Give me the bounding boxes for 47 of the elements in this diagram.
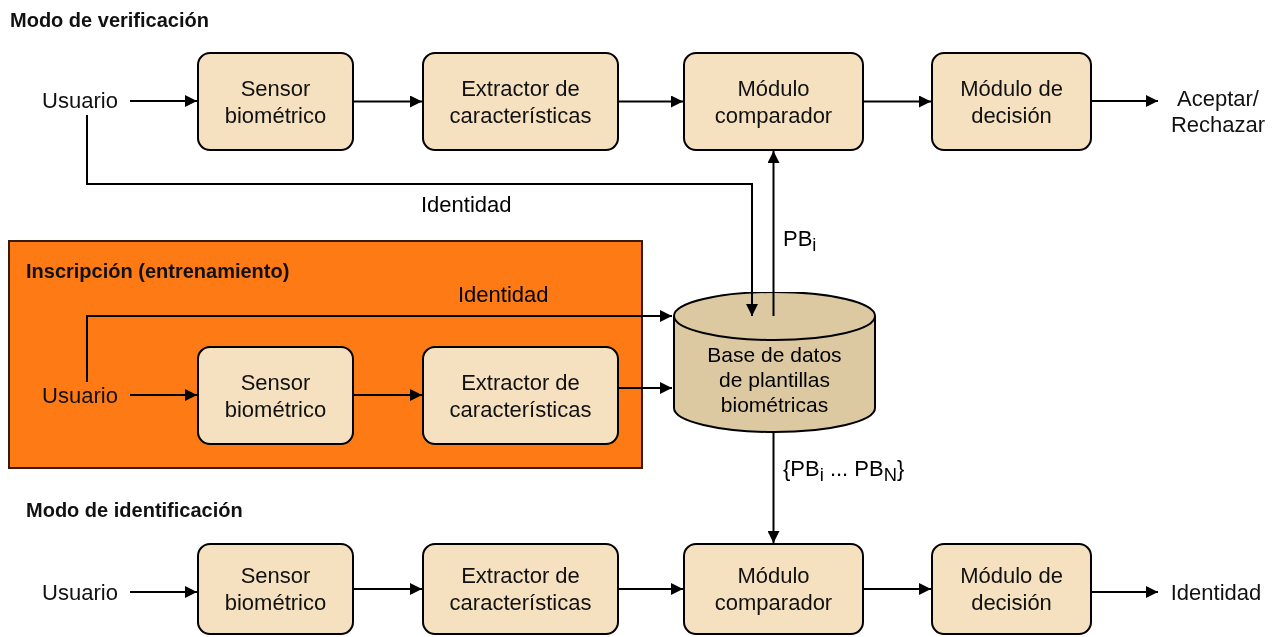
arrow <box>86 310 673 383</box>
arrow <box>353 583 423 595</box>
process-box <box>422 346 619 445</box>
section-heading: Modo de identificación <box>26 499 243 522</box>
arrow <box>353 389 423 401</box>
process-label: Sensor biométrico <box>223 74 328 129</box>
process-box <box>197 346 354 445</box>
process-box <box>931 543 1092 635</box>
process-label: Módulo de decisión <box>959 74 1064 129</box>
arrow <box>618 382 673 394</box>
process-box <box>683 52 864 151</box>
arrow <box>767 432 780 544</box>
user-label: Usuario <box>30 382 130 410</box>
process-box <box>197 543 354 635</box>
arrow <box>129 389 198 401</box>
arrow <box>618 583 684 595</box>
process-label: Módulo comparador <box>713 74 834 129</box>
process-label: Extractor de características <box>448 368 593 423</box>
enrollment-panel <box>8 240 643 469</box>
database-label: Base de datos de plantillas biométricas <box>706 342 843 417</box>
arrow <box>129 586 198 598</box>
output-label: Aceptar/ Rechazar <box>1158 85 1278 139</box>
process-label: Sensor biométrico <box>223 562 328 616</box>
process-label: Sensor biométrico <box>223 368 328 423</box>
user-label: Usuario <box>30 87 130 115</box>
process-label: Módulo de decisión <box>959 562 1064 616</box>
arrow <box>767 150 780 317</box>
process-label: Extractor de características <box>448 562 593 616</box>
arrow <box>1091 95 1159 107</box>
output-label: Identidad <box>1158 579 1274 607</box>
process-box <box>931 52 1092 151</box>
process-label: Extractor de características <box>448 74 593 129</box>
process-box <box>197 52 354 151</box>
arrow <box>129 95 198 107</box>
arrow <box>1091 586 1159 598</box>
panel-heading: Inscripción (entrenamiento) <box>26 260 290 283</box>
section-heading: Modo de verificación <box>10 9 209 32</box>
process-box <box>422 543 619 635</box>
arrow <box>618 95 684 108</box>
process-label: Módulo comparador <box>713 562 834 616</box>
process-box <box>422 52 619 151</box>
arrow <box>863 95 932 108</box>
arrow <box>86 114 758 317</box>
user-label: Usuario <box>30 579 130 607</box>
process-box <box>683 543 864 635</box>
arrow <box>353 95 423 108</box>
arrow <box>863 583 932 595</box>
